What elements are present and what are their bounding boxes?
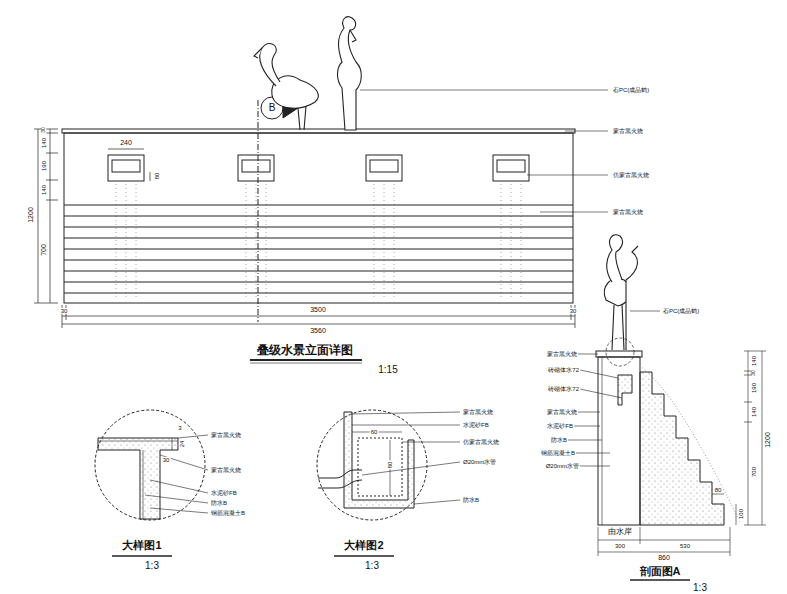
material-callout: 蒙古黑火烧 (210, 432, 242, 438)
dimension-number: 140 (41, 184, 47, 196)
material-callout: 水泥砂FB (462, 422, 490, 428)
dimension-number: 3500 (309, 306, 327, 313)
dimension-number: 30 (41, 126, 46, 134)
material-callout: 蒙古黑火烧 (612, 209, 644, 215)
title-underline (112, 555, 172, 557)
dimension-number: 100 (738, 508, 744, 520)
material-callout: 防水B (462, 497, 480, 503)
material-callout: 防水B (550, 437, 568, 443)
dimension-number: 140 (751, 355, 757, 367)
dimension-number: 24 (179, 440, 185, 449)
wall-elevation (64, 133, 573, 303)
title-underline (250, 363, 362, 364)
material-callout: 蒙古黑火烧 (546, 409, 578, 415)
dimension-number: 240 (119, 139, 133, 146)
material-callout: 蒙古黑火烧 (546, 351, 578, 357)
title-underline (334, 555, 394, 557)
material-callout: 仿蒙古黑火烧 (462, 439, 500, 445)
material-callout: Ø20mm水管 (545, 463, 580, 469)
section-cut-line (258, 100, 259, 322)
material-callout: 防水B (210, 500, 228, 506)
dimension-number: 700 (751, 466, 757, 478)
material-callout: 砖砌体水72 (547, 367, 580, 373)
dimension-number: 30 (162, 457, 171, 463)
material-callout: 蒙古黑火烧 (612, 128, 644, 134)
channel-section (344, 412, 414, 508)
detail-circle (95, 410, 205, 520)
material-callout: Ø20mm水管 (462, 459, 497, 465)
leader-lines (145, 435, 208, 513)
dimension-number: 80 (714, 487, 723, 493)
water-outlets (108, 155, 529, 181)
cap-stone (62, 129, 575, 133)
dimension-number: 1200 (764, 431, 771, 449)
dimension-number: 3560 (309, 327, 327, 334)
dimension-number: 3 (177, 425, 182, 431)
water-pipe (318, 470, 362, 488)
material-callout: 砖砌体水72 (547, 386, 580, 392)
dimension-number: 30 (569, 308, 578, 314)
scale-note: 1:3 (144, 561, 160, 572)
material-callout: 水泥砂FB (210, 490, 238, 496)
material-callout: 仿蒙古黑火烧 (612, 172, 650, 178)
dimension-number: 300 (614, 543, 626, 549)
title-underline (630, 579, 690, 581)
dimension-number: 700 (40, 243, 47, 257)
detail-circle (317, 410, 427, 520)
flamingo-sculpture (604, 235, 638, 350)
drawing-title: 大样图1 (121, 540, 162, 552)
drawing-title: 剖面图A (639, 566, 682, 578)
outlet-note: 由水岸 (607, 528, 633, 536)
material-callout: 蒙古黑火烧 (210, 467, 242, 473)
drawing-title: 大样图2 (343, 540, 384, 552)
scale-note: 1:3 (692, 583, 708, 594)
cap-section (98, 438, 178, 519)
material-callout: 蒙古黑火烧 (462, 409, 494, 415)
flamingo-sculpture (254, 17, 361, 130)
material-callout: 钢筋混凝土B (210, 510, 246, 516)
section-wall (596, 351, 740, 525)
dimension-number: 80 (154, 172, 160, 181)
section-marker: B (268, 103, 277, 114)
material-callout: 石PC(成品鹤) (662, 308, 700, 314)
material-callout: 水泥砂FB (546, 423, 574, 429)
dimension-number: 190 (751, 382, 757, 394)
leader-lines (568, 311, 766, 556)
dimension-number: 30 (751, 369, 756, 377)
leader-lines (360, 90, 608, 212)
scale-note: 1:3 (364, 561, 380, 572)
title-underline (250, 359, 362, 361)
dimension-number: 860 (657, 554, 671, 561)
dimension-number: 30 (60, 308, 69, 314)
dimension-number: 140 (751, 406, 757, 418)
dimension-number: 530 (679, 543, 691, 549)
step-lines (64, 205, 573, 293)
drawing-title: 叠级水景立面详图 (256, 344, 354, 357)
material-callout: 石PC(成品鹤) (612, 87, 650, 93)
dimension-number: 60 (370, 429, 379, 435)
scale-note: 1:15 (377, 365, 398, 376)
dimension-number: 1200 (27, 206, 34, 224)
dimension-lines (34, 129, 575, 328)
dimension-number: 140 (41, 137, 47, 149)
dimension-number: 190 (41, 160, 47, 172)
material-callout: 钢筋混凝土B (540, 450, 576, 456)
leader-lines (352, 412, 460, 504)
water-curtain (116, 184, 521, 300)
dimension-number: 80 (387, 461, 393, 470)
inner-box (358, 438, 402, 496)
